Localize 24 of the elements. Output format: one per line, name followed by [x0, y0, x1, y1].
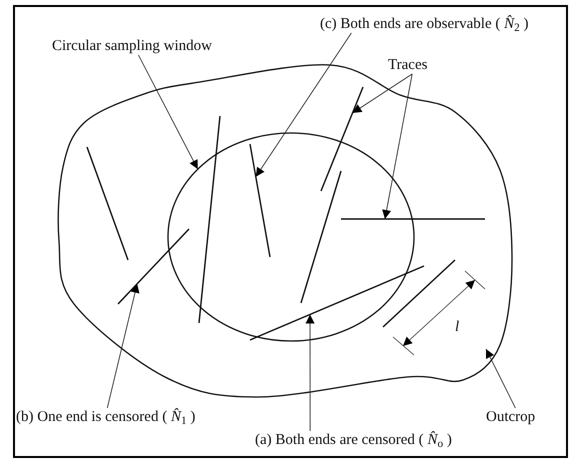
trace-line — [250, 265, 424, 341]
leader-arrow — [255, 32, 352, 178]
leader-arrow — [138, 54, 198, 170]
callout-label: Circular sampling window — [52, 37, 212, 55]
dimension-label: l — [455, 318, 460, 336]
trace-line — [320, 86, 364, 192]
trace-line — [249, 144, 271, 258]
leader-arrow — [486, 348, 516, 408]
trace-line — [86, 146, 129, 260]
callout-label: (c) Both ends are observable ( N̂$_{2}$ ) — [320, 15, 528, 33]
callout-label: (a) Both ends are censored ( N̂$_{o}$ ) — [255, 431, 452, 449]
trace-line — [382, 259, 456, 328]
trace-line — [300, 170, 342, 304]
callout-label: Outcrop — [486, 408, 536, 426]
trace-line — [341, 218, 485, 220]
leader-arrow — [306, 314, 315, 432]
callout-label: (b) One end is censored ( N̂$_{1}$ ) — [16, 408, 196, 426]
callout-label: Traces — [388, 56, 428, 74]
sampling-window-circle — [167, 132, 415, 342]
leader-arrow — [352, 74, 413, 114]
trace-line — [198, 116, 221, 324]
leader-arrow — [382, 74, 413, 220]
leader-arrow — [106, 283, 140, 408]
trace-line — [118, 228, 190, 304]
